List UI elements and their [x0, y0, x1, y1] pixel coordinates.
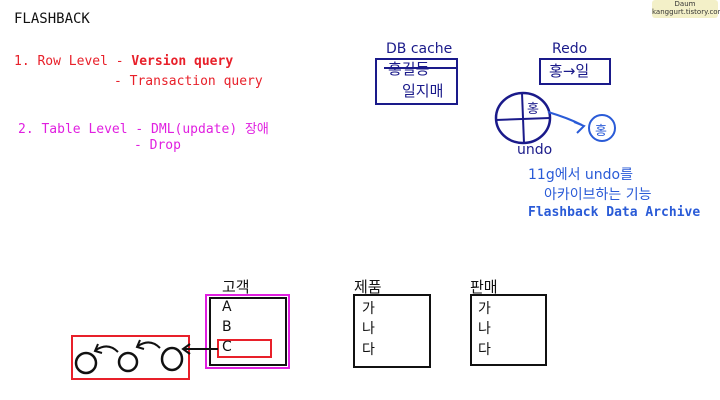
version-arrow-1 [95, 345, 119, 353]
version-circle-2 [117, 351, 139, 373]
product-row-2: 나 [362, 321, 375, 337]
blog-logo: Daum kanggurt.tistory.com [652, 0, 720, 18]
undo-circle-char: 홍 [527, 102, 539, 117]
sales-row-1: 가 [478, 301, 491, 317]
archive-note-line2: 아카이브하는 기능 [544, 187, 652, 203]
row-level-line: 1. Row Level - Version query [14, 54, 233, 69]
db-cache-box [375, 58, 458, 105]
product-row-3: 다 [362, 342, 375, 358]
undo-label: undo [517, 142, 553, 158]
db-cache-new-value: 일지매 [402, 82, 444, 100]
redo-value: 홍→일 [549, 62, 590, 80]
version-circle-1 [74, 351, 98, 375]
archive-circle [588, 114, 616, 142]
customer-row-b: B [222, 319, 232, 335]
row-level-prefix: 1. Row Level - [14, 54, 132, 69]
undo-segment-circle [494, 91, 552, 145]
redo-label: Redo [552, 41, 588, 57]
product-table-box [353, 294, 431, 368]
product-table-title: 제품 [354, 278, 382, 296]
version-circle-3 [160, 346, 184, 372]
redo-box [539, 58, 611, 85]
page-title: FLASHBACK [14, 11, 90, 27]
customer-table-highlight [205, 294, 290, 369]
product-row-1: 가 [362, 301, 375, 317]
version-query-label: Version query [131, 54, 234, 69]
sales-row-3: 다 [478, 342, 491, 358]
archive-note-line3: Flashback Data Archive [528, 205, 701, 220]
customer-row-a: A [222, 299, 232, 315]
archive-arrow-head [573, 121, 586, 134]
history-chain-box [71, 335, 190, 380]
archive-note-line1: 11g에서 undo를 [528, 167, 633, 183]
version-arrow-2-head [135, 339, 145, 350]
customer-table-title: 고객 [222, 278, 250, 296]
sales-table-title: 판매 [470, 278, 498, 296]
customer-table-box [209, 297, 287, 366]
sales-row-2: 나 [478, 321, 491, 337]
logo-text: Daum kanggurt.tistory.com [652, 0, 720, 16]
version-arrow-1-head [93, 343, 103, 354]
row-c-arrow-head [181, 343, 191, 355]
version-arrow-2 [137, 341, 161, 349]
undo-archive-circle-char: 홍 [595, 124, 607, 139]
table-level-line: 2. Table Level - DML(update) 장애 [18, 122, 269, 137]
sales-table-box [470, 294, 547, 366]
drop-label: - Drop [134, 138, 181, 153]
transaction-query-label: - Transaction query [114, 74, 263, 89]
customer-row-c: C [222, 339, 232, 355]
db-cache-label: DB cache [386, 41, 453, 57]
